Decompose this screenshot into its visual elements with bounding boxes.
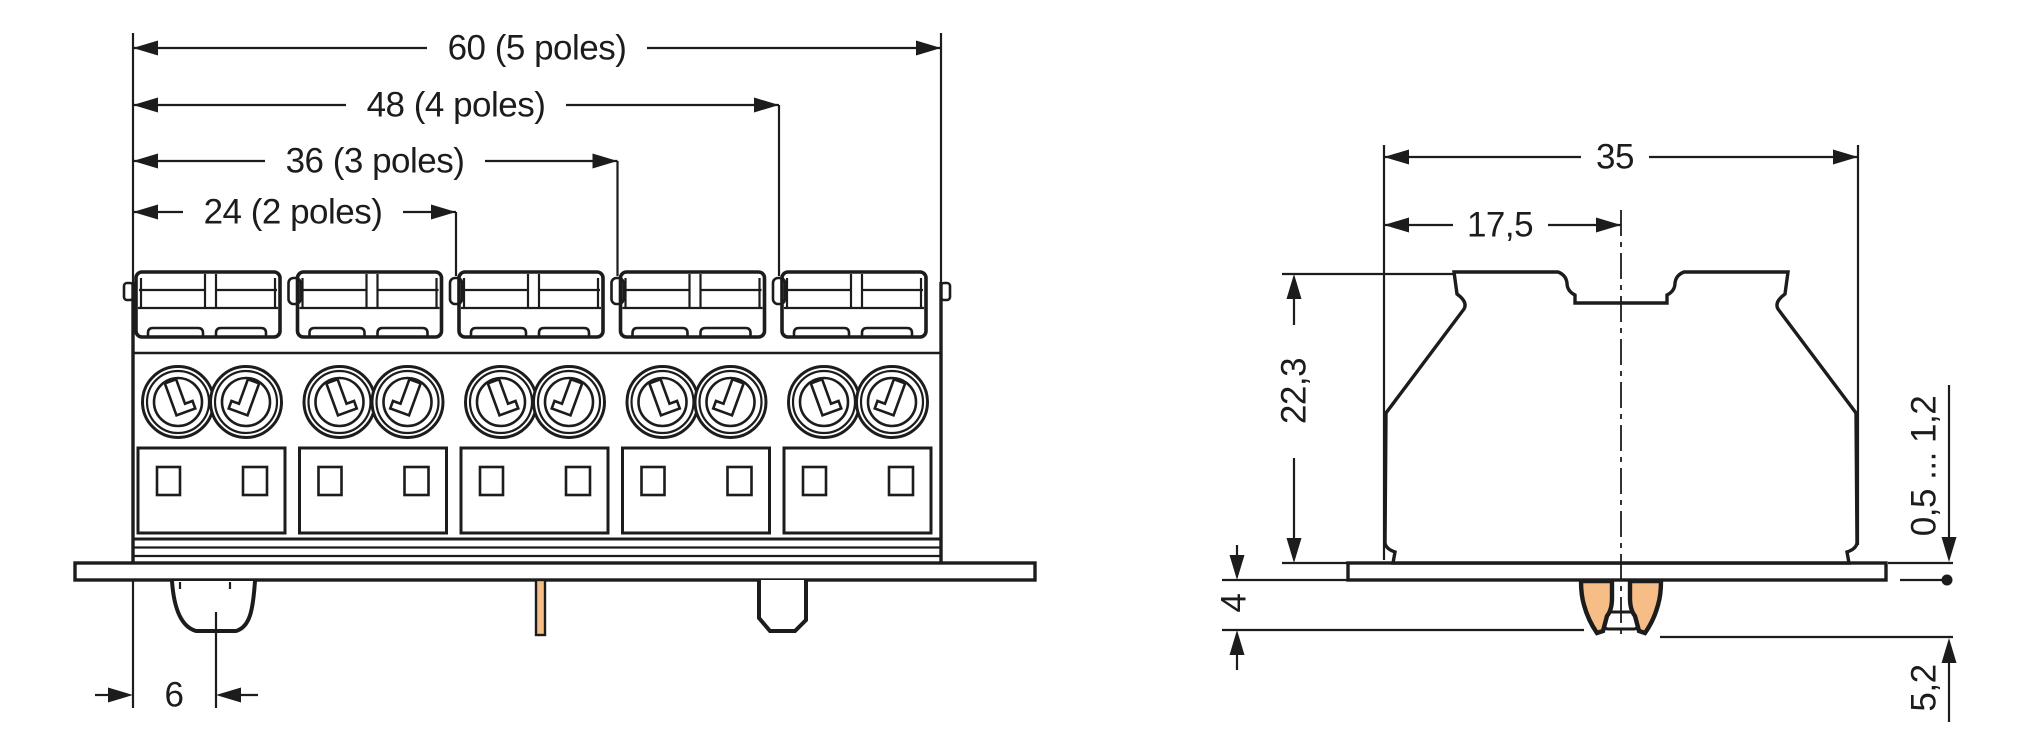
front-view: 60 (5 poles) 48 (4 poles) 36 (3 poles)	[73, 29, 1037, 715]
side-mounting-panel	[1346, 561, 1888, 582]
prong-right	[1627, 578, 1664, 636]
dim-24-2-poles: 24 (2 poles)	[133, 193, 456, 232]
side-view: 35 17,5 22,3 4	[1215, 138, 1957, 722]
dim-22-3-height: 22,3	[1275, 274, 1314, 563]
dim-label-35: 35	[1596, 138, 1634, 177]
dim-label-60: 60 (5 poles)	[448, 29, 627, 68]
dim-label-panel-thickness: 0,5 ... 1,2	[1905, 396, 1944, 536]
pole-3	[459, 272, 608, 533]
dim-label-48: 48 (4 poles)	[367, 86, 546, 125]
dim-17-5-center: 17,5	[1384, 206, 1621, 245]
side-dimensions: 35 17,5 22,3 4	[1215, 138, 1957, 722]
pole-5	[782, 272, 931, 533]
side-snap-prongs	[1578, 578, 1664, 636]
dim-label-36: 36 (3 poles)	[286, 142, 465, 181]
dim-60-5-poles: 60 (5 poles)	[133, 29, 941, 68]
right-ear	[939, 281, 952, 302]
dim-5-2-overall-depth: 5,2	[1905, 638, 1957, 722]
front-body	[122, 281, 952, 563]
contact-pin	[534, 578, 547, 637]
dim-label-6: 6	[165, 676, 184, 715]
dim-label-17-5: 17,5	[1467, 206, 1533, 245]
pole-2	[298, 272, 447, 533]
pole-4	[621, 272, 770, 533]
snap-foot-right	[757, 580, 808, 633]
dim-label-5-2: 5,2	[1905, 664, 1944, 711]
dim-4-snap-depth: 4	[1215, 545, 1254, 670]
dim-label-24: 24 (2 poles)	[204, 193, 383, 232]
dim-panel-thickness: 0,5 ... 1,2	[1905, 385, 1957, 586]
dim-6-foot-offset: 6	[95, 580, 258, 715]
snap-foot-left	[170, 580, 257, 633]
pole-gap-pieces	[287, 276, 787, 306]
left-ear	[122, 281, 135, 302]
front-dimensions: 60 (5 poles) 48 (4 poles) 36 (3 poles)	[95, 29, 943, 715]
dim-35-width: 35	[1384, 138, 1858, 177]
dim-label-4: 4	[1215, 593, 1254, 612]
dim-36-3-poles: 36 (3 poles)	[133, 142, 618, 181]
dim-48-4-poles: 48 (4 poles)	[133, 86, 779, 125]
pole-1	[136, 272, 285, 533]
front-snap-feet	[170, 578, 808, 637]
prong-left	[1578, 578, 1615, 636]
front-mounting-panel	[73, 561, 1037, 582]
dim-label-22-3: 22,3	[1275, 358, 1314, 424]
